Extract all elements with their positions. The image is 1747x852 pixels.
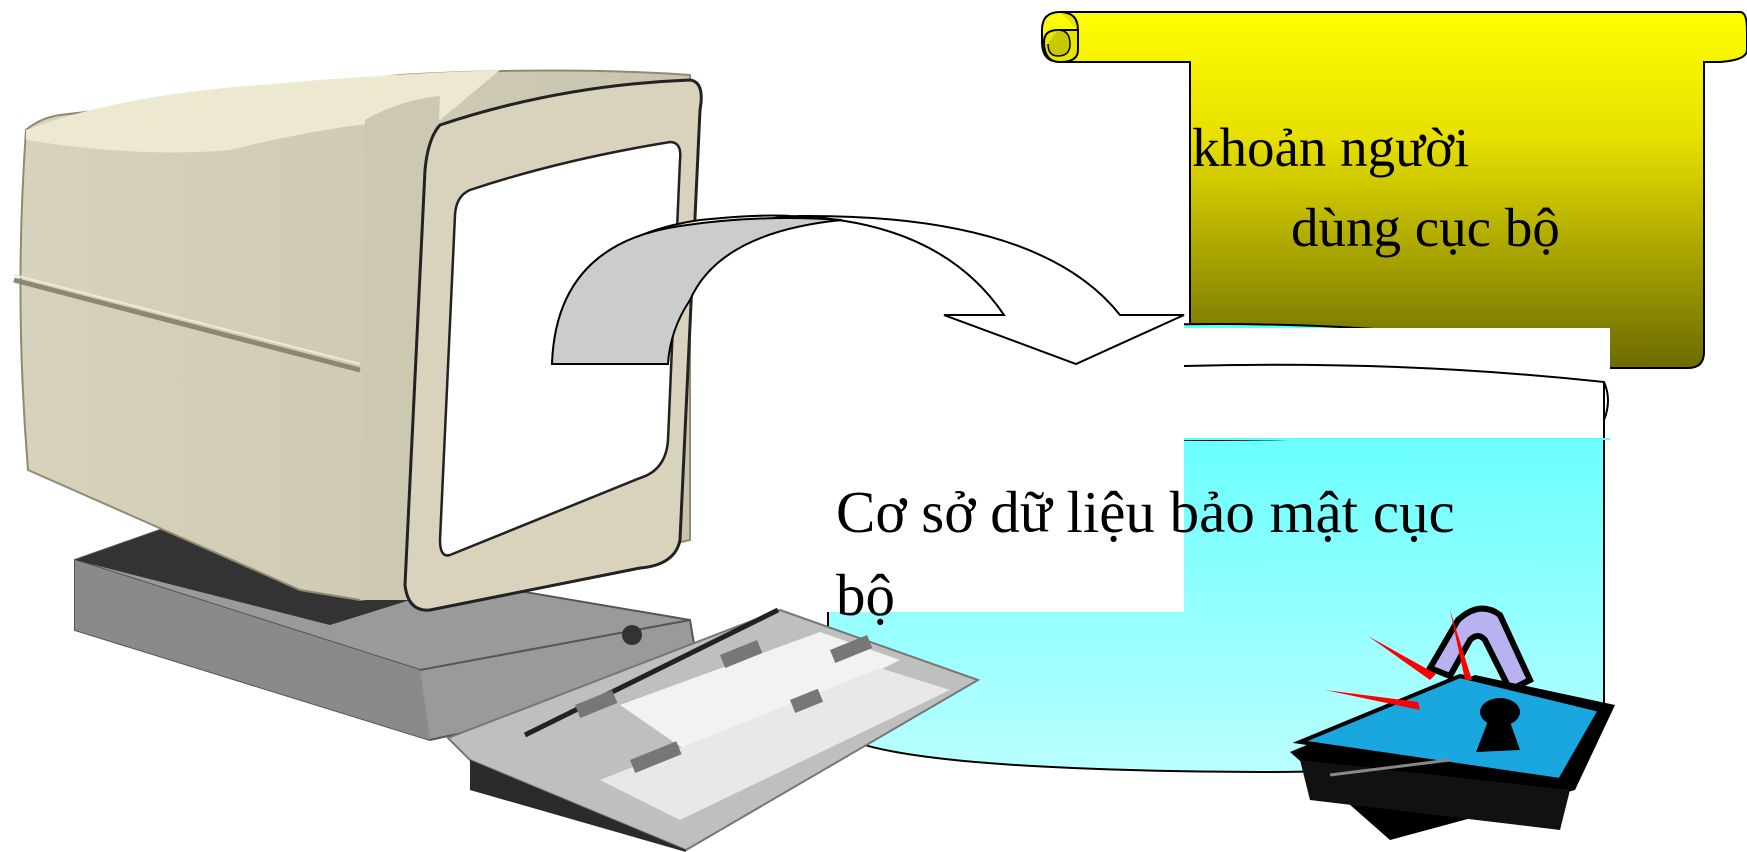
scroll-text-line-1: khoản người [1192, 115, 1469, 181]
database-text-line-2: bộ [836, 560, 895, 630]
scroll-text-line-2: dùng cục bộ [1291, 195, 1560, 261]
database-text-line-1: Cơ sở dữ liệu bảo mật cục [836, 477, 1455, 547]
white-panel-notch [1184, 328, 1610, 440]
